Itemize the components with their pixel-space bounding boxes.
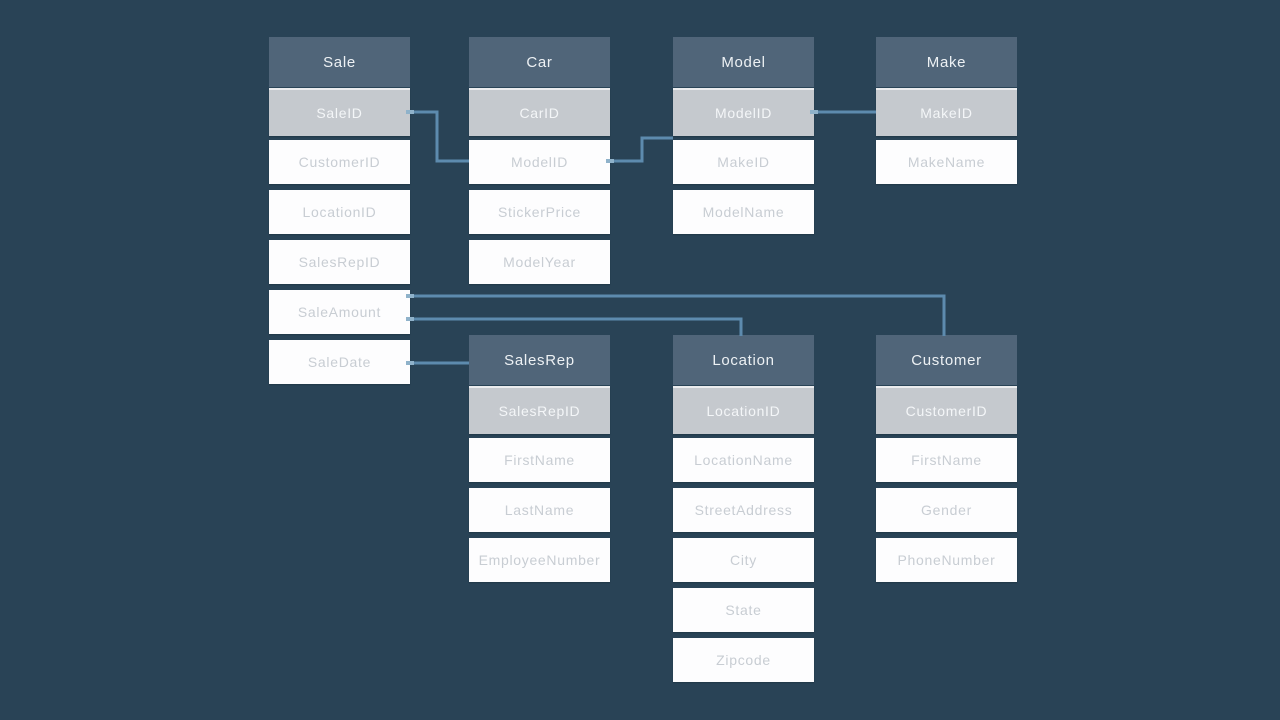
field-sale-customerid: CustomerID xyxy=(269,140,410,184)
table-header-customer: Customer xyxy=(876,335,1017,385)
field-customer-gender: Gender xyxy=(876,488,1017,532)
table-header-salesrep: SalesRep xyxy=(469,335,610,385)
field-model-modelid-pk: ModelID xyxy=(673,88,814,136)
field-salesrep-salesrepid-pk: SalesRepID xyxy=(469,386,610,434)
field-customer-firstname: FirstName xyxy=(876,438,1017,482)
field-make-makename: MakeName xyxy=(876,140,1017,184)
field-car-carid-pk: CarID xyxy=(469,88,610,136)
field-car-stickerprice: StickerPrice xyxy=(469,190,610,234)
connector-car-modelid-to-model xyxy=(610,136,673,163)
field-model-makeid: MakeID xyxy=(673,140,814,184)
field-model-modelname: ModelName xyxy=(673,190,814,234)
field-location-city: City xyxy=(673,538,814,582)
field-location-locationname: LocationName xyxy=(673,438,814,482)
connector-sale-saleamount-to-customer xyxy=(410,294,946,336)
field-car-modelyear: ModelYear xyxy=(469,240,610,284)
field-customer-phonenumber: PhoneNumber xyxy=(876,538,1017,582)
field-salesrep-employeenumber: EmployeeNumber xyxy=(469,538,610,582)
field-location-streetaddress: StreetAddress xyxy=(673,488,814,532)
field-salesrep-lastname: LastName xyxy=(469,488,610,532)
connector-sale-saleamount-to-location xyxy=(410,317,743,336)
field-car-modelid: ModelID xyxy=(469,140,610,184)
field-sale-saledate: SaleDate xyxy=(269,340,410,384)
table-header-location: Location xyxy=(673,335,814,385)
connector-sale-saleid-to-car xyxy=(410,110,469,163)
table-header-car: Car xyxy=(469,37,610,87)
field-customer-customerid-pk: CustomerID xyxy=(876,386,1017,434)
field-location-zipcode: Zipcode xyxy=(673,638,814,682)
table-header-sale: Sale xyxy=(269,37,410,87)
table-header-model: Model xyxy=(673,37,814,87)
field-sale-salesrepid: SalesRepID xyxy=(269,240,410,284)
field-sale-locationid: LocationID xyxy=(269,190,410,234)
field-make-makeid-pk: MakeID xyxy=(876,88,1017,136)
field-sale-saleid-pk: SaleID xyxy=(269,88,410,136)
field-sale-saleamount: SaleAmount xyxy=(269,290,410,334)
field-location-state: State xyxy=(673,588,814,632)
field-location-locationid-pk: LocationID xyxy=(673,386,814,434)
table-header-make: Make xyxy=(876,37,1017,87)
field-salesrep-firstname: FirstName xyxy=(469,438,610,482)
